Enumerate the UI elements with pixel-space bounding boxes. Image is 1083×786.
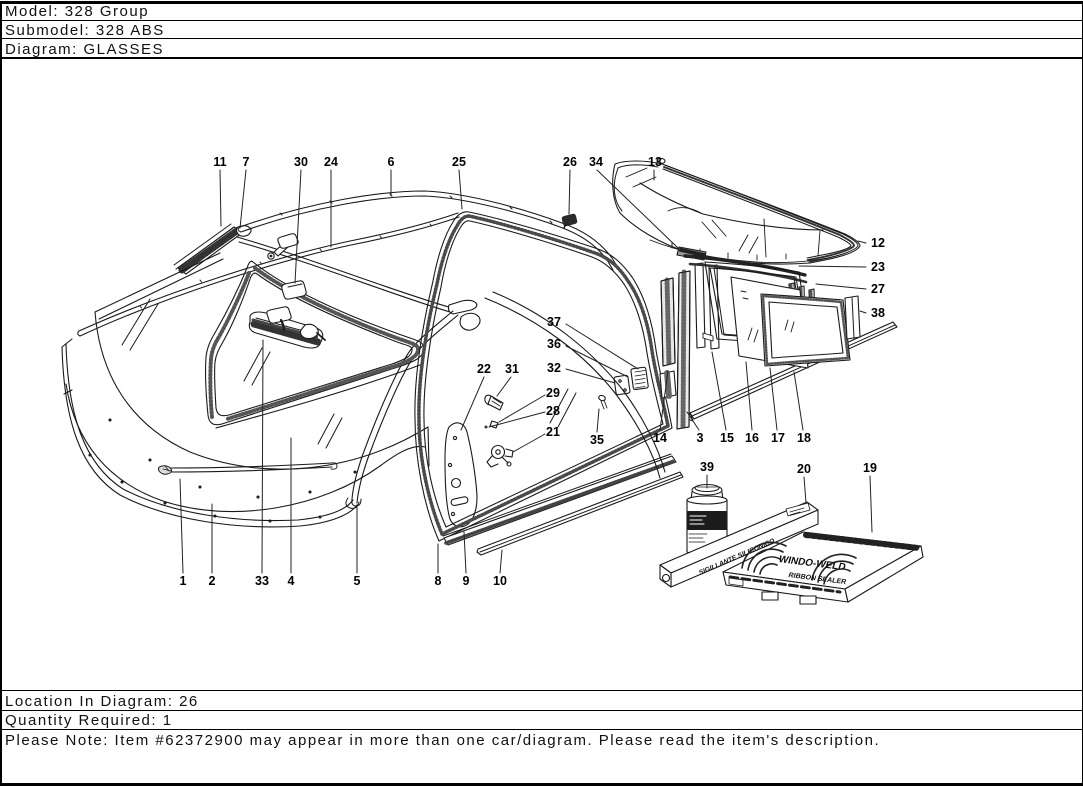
svg-text:2: 2 xyxy=(209,574,216,588)
svg-text:31: 31 xyxy=(505,362,519,376)
svg-text:26: 26 xyxy=(563,155,577,169)
svg-text:16: 16 xyxy=(745,431,759,445)
svg-text:17: 17 xyxy=(771,431,785,445)
svg-text:14: 14 xyxy=(653,431,667,445)
svg-text:30: 30 xyxy=(294,155,308,169)
svg-text:20: 20 xyxy=(797,462,811,476)
svg-text:19: 19 xyxy=(863,461,877,475)
svg-text:4: 4 xyxy=(288,574,295,588)
svg-text:25: 25 xyxy=(452,155,466,169)
svg-text:23: 23 xyxy=(871,260,885,274)
svg-text:5: 5 xyxy=(354,574,361,588)
svg-text:3: 3 xyxy=(697,431,704,445)
svg-text:12: 12 xyxy=(871,236,885,250)
svg-text:34: 34 xyxy=(589,155,603,169)
svg-text:10: 10 xyxy=(493,574,507,588)
svg-text:22: 22 xyxy=(477,362,491,376)
svg-text:18: 18 xyxy=(797,431,811,445)
svg-text:27: 27 xyxy=(871,282,885,296)
svg-text:33: 33 xyxy=(255,574,269,588)
svg-text:6: 6 xyxy=(388,155,395,169)
svg-text:21: 21 xyxy=(546,425,560,439)
svg-text:35: 35 xyxy=(590,433,604,447)
svg-text:36: 36 xyxy=(547,337,561,351)
svg-text:11: 11 xyxy=(213,155,226,169)
svg-text:1: 1 xyxy=(180,574,187,588)
svg-text:13: 13 xyxy=(648,155,662,169)
svg-text:8: 8 xyxy=(435,574,442,588)
svg-text:38: 38 xyxy=(871,306,885,320)
svg-text:9: 9 xyxy=(463,574,470,588)
svg-text:28: 28 xyxy=(546,404,560,418)
svg-text:32: 32 xyxy=(547,361,561,375)
svg-text:39: 39 xyxy=(700,460,714,474)
svg-text:24: 24 xyxy=(324,155,338,169)
svg-text:7: 7 xyxy=(243,155,250,169)
svg-text:15: 15 xyxy=(720,431,734,445)
svg-text:37: 37 xyxy=(547,315,561,329)
svg-text:29: 29 xyxy=(546,386,560,400)
